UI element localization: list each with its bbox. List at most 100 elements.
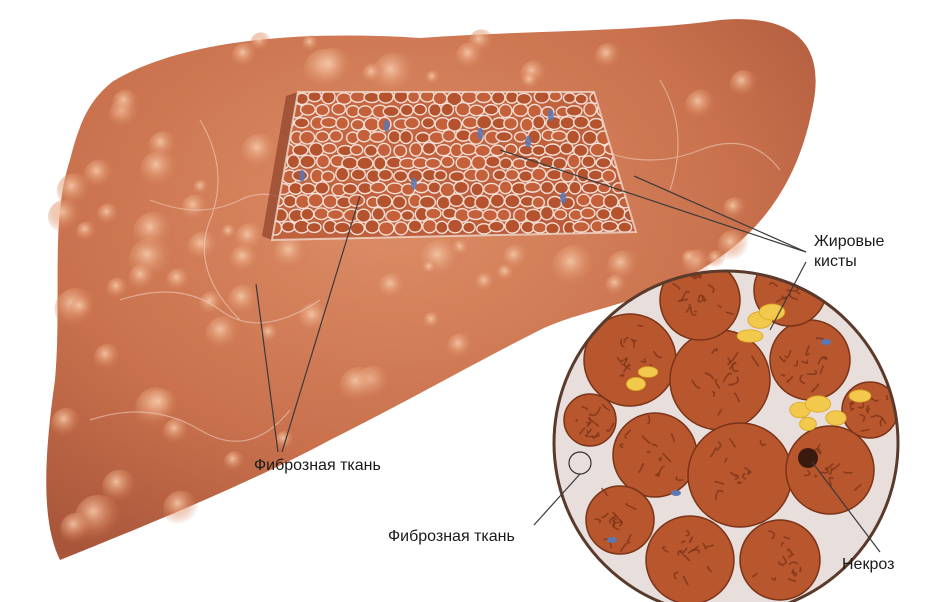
liver-nodule [521, 72, 540, 91]
liver-nodule [133, 212, 175, 254]
tissue-cell [574, 116, 589, 128]
liver-lobule [786, 426, 874, 514]
tissue-cell [497, 209, 510, 221]
liver-nodule [193, 180, 210, 197]
tissue-cell [365, 220, 379, 233]
tissue-cell [321, 117, 337, 127]
tissue-cell [513, 104, 528, 116]
tissue-cell [569, 181, 581, 194]
liver-lobule [613, 413, 697, 497]
tissue-cell [588, 170, 602, 180]
liver-nodule [76, 221, 98, 243]
tissue-cell [349, 195, 364, 206]
tissue-cell [513, 159, 527, 169]
fat-deposit [737, 330, 763, 343]
tissue-cell [377, 143, 390, 156]
liver-nodule [552, 245, 599, 292]
tissue-cell [517, 93, 531, 104]
tissue-cell [335, 222, 351, 233]
tissue-cell [582, 183, 598, 193]
tissue-cell [533, 222, 547, 233]
tissue-cell [283, 195, 296, 207]
tissue-cell [433, 92, 447, 105]
tissue-cell [456, 157, 471, 170]
tissue-cell [475, 145, 490, 157]
tissue-cell [441, 103, 453, 115]
tissue-cell [426, 208, 441, 219]
lobule-texture [814, 475, 816, 476]
liver-nodule [97, 203, 120, 226]
liver-nodule [298, 302, 332, 336]
tissue-cell [317, 155, 330, 168]
tissue-cell [428, 182, 441, 193]
lobule-texture [795, 262, 798, 269]
tissue-cell [294, 118, 308, 128]
tissue-cell [515, 132, 527, 142]
tissue-cell [541, 181, 554, 193]
tissue-cell [545, 144, 561, 155]
vein-spot [299, 170, 305, 182]
tissue-cell [343, 184, 357, 194]
liver-nodule [420, 239, 464, 283]
tissue-cell [506, 169, 519, 180]
tissue-cell [322, 171, 335, 182]
vein-spot [548, 109, 554, 121]
tissue-cell [575, 94, 587, 104]
tissue-cell [401, 211, 413, 221]
tissue-cell [450, 171, 465, 181]
tissue-cell [476, 92, 491, 103]
liver-nodule [595, 43, 623, 71]
tissue-cell [555, 182, 569, 194]
tissue-cell [569, 210, 582, 221]
tissue-cell [449, 194, 463, 206]
liver-nodule [273, 236, 310, 273]
vein-spot [411, 177, 417, 189]
liver-nodule [94, 344, 122, 372]
tissue-cell [442, 130, 455, 142]
tissue-cell [590, 143, 605, 156]
tissue-cell [483, 209, 498, 221]
fat-deposit [849, 390, 871, 402]
tissue-cell [332, 103, 345, 114]
tissue-cell [282, 221, 295, 232]
tissue-cell [532, 168, 546, 181]
liver-nodule [730, 70, 759, 99]
vein-spot [384, 120, 390, 132]
tissue-cell [563, 93, 575, 103]
tissue-cell [416, 133, 430, 143]
tissue-cell [589, 119, 603, 130]
tissue-cell [426, 158, 441, 168]
tissue-cell [618, 222, 632, 233]
tissue-cell [323, 143, 337, 153]
tissue-cell [463, 222, 475, 233]
tissue-cell [610, 206, 625, 220]
tissue-cell [521, 118, 533, 131]
tissue-cell [365, 145, 378, 156]
liver-nodule [378, 273, 408, 303]
tissue-cell [484, 183, 500, 194]
tissue-cell [596, 158, 611, 168]
necrosis-label: Некроз [842, 555, 894, 575]
liver-nodule [232, 43, 259, 70]
tissue-cell [301, 104, 316, 115]
lobule-texture [844, 472, 852, 473]
tissue-cell [423, 220, 437, 233]
tissue-cell [489, 221, 504, 232]
liver-nodule [128, 264, 157, 293]
fat-cysts-label-line2: кисты [814, 252, 884, 272]
tissue-cell [405, 117, 419, 128]
tissue-cell [394, 222, 407, 235]
liver-nodule [311, 48, 355, 92]
tissue-cell [519, 171, 533, 182]
tissue-cell [526, 209, 542, 222]
liver-nodule [423, 312, 443, 332]
tissue-cell [436, 221, 448, 233]
cutaway-block [262, 90, 638, 240]
tissue-cell [584, 103, 596, 116]
tissue-cell [423, 142, 436, 154]
lobule-texture [576, 420, 577, 422]
tissue-cell [400, 104, 413, 115]
tissue-cell [533, 116, 545, 129]
tissue-cell [387, 183, 403, 194]
liver-lobule [740, 520, 820, 600]
